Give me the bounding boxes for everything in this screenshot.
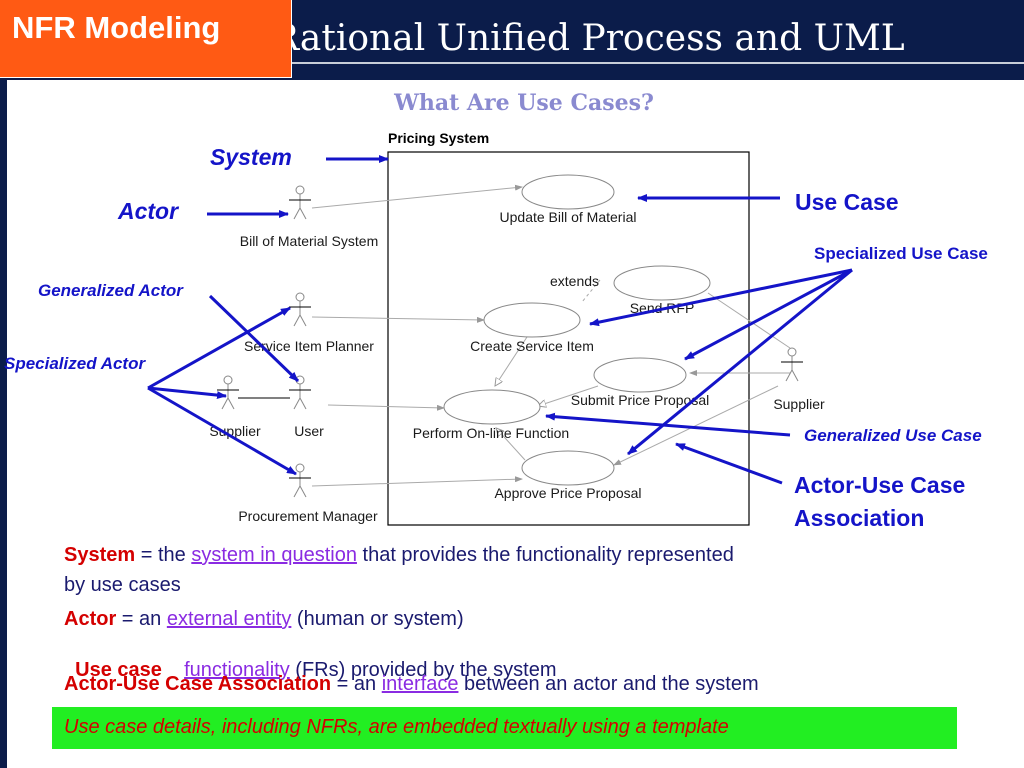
link-interface[interactable]: interface bbox=[381, 673, 459, 695]
link-external-entity[interactable]: external entity bbox=[166, 608, 292, 630]
left-accent-bar bbox=[0, 80, 7, 768]
definition-actor-post: (human or system) bbox=[291, 608, 464, 630]
actor-figures bbox=[217, 185, 803, 498]
actor-label-supplier-right: Supplier bbox=[773, 396, 825, 412]
term-actor-use-case-association: Actor-Use Case Association bbox=[64, 673, 332, 695]
diagram-title: What Are Use Cases? bbox=[393, 90, 654, 116]
use-case-update-bill bbox=[521, 174, 615, 210]
actor-icon-service-item-planner bbox=[289, 292, 311, 327]
use-case-submit-price-proposal bbox=[593, 357, 687, 393]
header-title: Rational Unified Process and UML bbox=[272, 18, 905, 59]
extends-label: extends bbox=[550, 273, 599, 289]
use-case-label-create-service-item: Create Service Item bbox=[470, 338, 594, 354]
actor-icon-user bbox=[289, 375, 311, 410]
nfr-template-banner-text: Use case details, including NFRs, are em… bbox=[64, 716, 729, 738]
annotation-specialized-actor: Specialized Actor bbox=[4, 354, 146, 373]
actor-label-service-item-planner: Service Item Planner bbox=[244, 338, 374, 354]
section-tag: NFR Modeling bbox=[0, 0, 292, 78]
annotation-actor-use-case-association-line2: Association bbox=[794, 505, 924, 531]
section-tag-label: NFR Modeling bbox=[12, 10, 221, 45]
actor-icon-supplier-left bbox=[217, 375, 239, 410]
definition-actor: Actor = an external entity (human or sys… bbox=[64, 608, 464, 631]
definition-use-case-post: (FRs) provided by the system bbox=[289, 659, 557, 681]
actor-label-procurement-manager: Procurement Manager bbox=[238, 508, 378, 524]
system-boundary-box bbox=[387, 151, 750, 526]
term-actor: Actor bbox=[64, 608, 117, 630]
definition-association-pre: = an bbox=[331, 673, 382, 695]
annotation-actor-use-case-association-line1: Actor-Use Case bbox=[794, 472, 965, 498]
link-system-in-question[interactable]: system in question bbox=[191, 544, 357, 566]
annotation-arrows bbox=[147, 155, 853, 485]
term-use-case: Use case bbox=[75, 659, 162, 681]
definition-system-pre: = the bbox=[135, 544, 192, 566]
definition-actor-pre: = an bbox=[116, 608, 167, 630]
term-system: System bbox=[64, 544, 136, 566]
use-case-label-update-bill: Update Bill of Material bbox=[500, 209, 637, 225]
actor-label-bill-of-material-system: Bill of Material System bbox=[240, 233, 378, 249]
definition-system: System = the system in question that pro… bbox=[64, 544, 734, 567]
annotation-generalized-actor: Generalized Actor bbox=[38, 281, 184, 300]
use-case-send-rfp bbox=[613, 265, 711, 301]
definition-association-post: between an actor and the system bbox=[458, 673, 759, 695]
use-case-ellipses bbox=[443, 174, 711, 486]
annotation-use-case: Use Case bbox=[795, 189, 899, 215]
system-box-label: Pricing System bbox=[388, 130, 489, 146]
header-rule bbox=[290, 62, 1024, 64]
actor-label-supplier-left: Supplier bbox=[209, 423, 261, 439]
use-case-label-submit-price-proposal: Submit Price Proposal bbox=[571, 392, 710, 408]
definition-system-line2: by use cases bbox=[64, 574, 181, 596]
link-functionality[interactable]: functionality bbox=[184, 659, 290, 681]
association-lines bbox=[238, 184, 791, 487]
use-case-perform-online-function bbox=[443, 389, 541, 425]
definition-system-post: that provides the functionality represen… bbox=[356, 544, 734, 566]
actor-label-user: User bbox=[294, 423, 324, 439]
annotation-actor: Actor bbox=[117, 198, 179, 224]
actor-icon-procurement-manager bbox=[289, 463, 311, 498]
annotation-system: System bbox=[210, 144, 292, 170]
use-case-diagram: What Are Use Cases? Pricing System Updat… bbox=[4, 90, 988, 531]
actor-icon-bill-of-material-system bbox=[289, 185, 311, 220]
use-case-label-approve-price-proposal: Approve Price Proposal bbox=[494, 485, 641, 501]
use-case-label-perform-online-function: Perform On-line Function bbox=[413, 425, 569, 441]
nfr-template-banner: Use case details, including NFRs, are em… bbox=[52, 707, 957, 749]
actor-icon-supplier-right bbox=[781, 347, 803, 382]
annotation-specialized-use-case: Specialized Use Case bbox=[814, 244, 988, 263]
use-case-create-service-item bbox=[483, 302, 581, 338]
use-case-approve-price-proposal bbox=[521, 450, 615, 486]
definition-use-case: Use case functionality (FRs) provided by… bbox=[64, 636, 556, 682]
definition-association: Actor-Use Case Association = an interfac… bbox=[64, 673, 759, 696]
annotation-generalized-use-case: Generalized Use Case bbox=[804, 426, 982, 445]
